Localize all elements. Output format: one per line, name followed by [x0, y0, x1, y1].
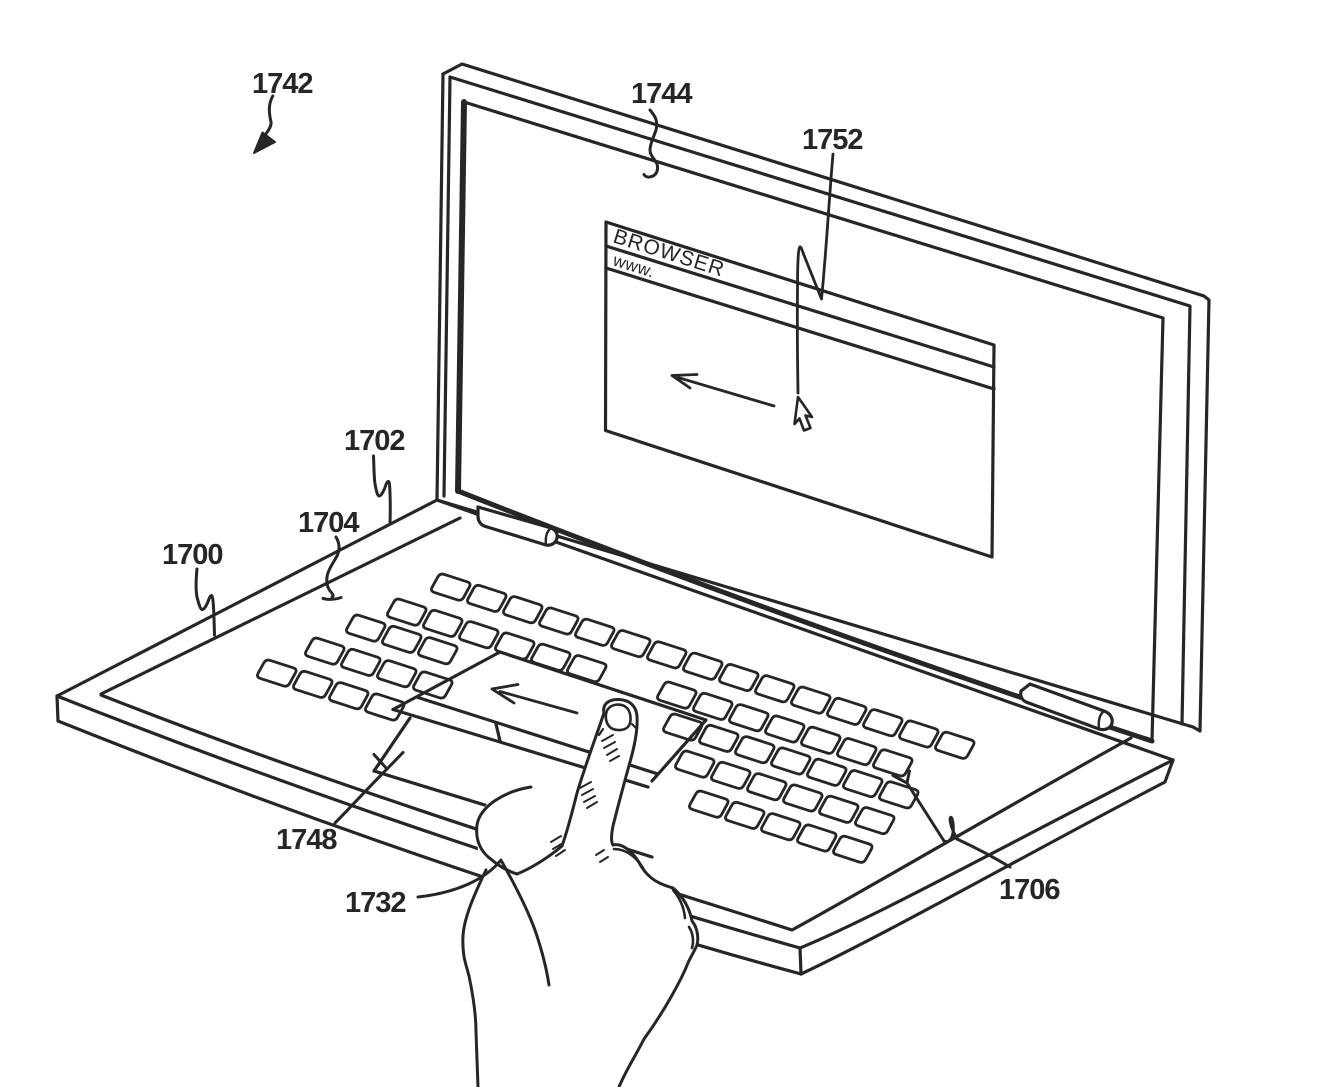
- svg-text:1700: 1700: [162, 539, 223, 571]
- svg-text:1744: 1744: [631, 78, 692, 110]
- svg-text:1702: 1702: [344, 425, 405, 457]
- svg-text:1752: 1752: [802, 124, 863, 156]
- svg-text:1704: 1704: [298, 507, 359, 539]
- svg-text:1706: 1706: [999, 874, 1060, 906]
- svg-text:1742: 1742: [252, 68, 313, 100]
- svg-text:1748: 1748: [276, 824, 337, 856]
- svg-text:1732: 1732: [345, 887, 406, 919]
